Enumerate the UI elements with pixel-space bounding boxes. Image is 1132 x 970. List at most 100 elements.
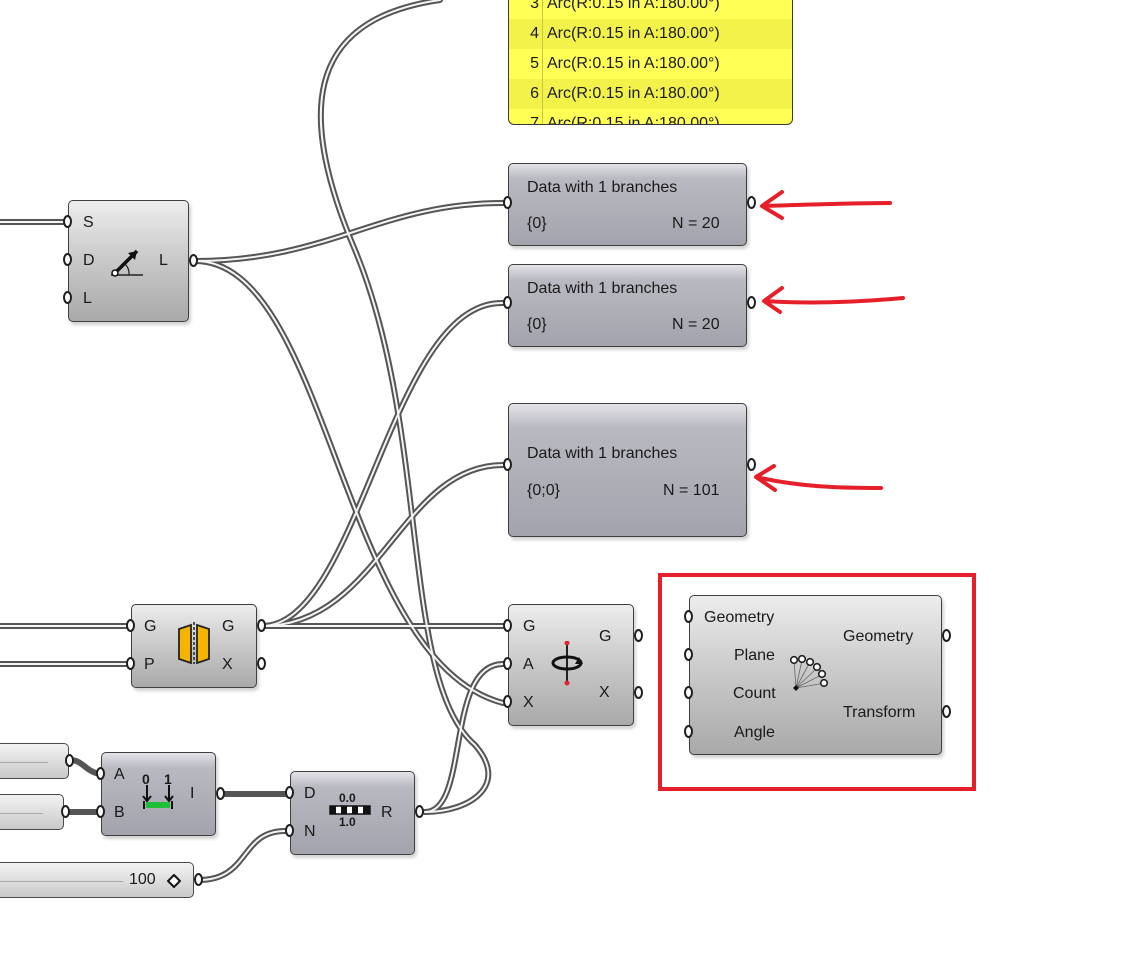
input-label-d: D [83,252,95,269]
output-label-r: R [381,804,393,821]
input-label-d: D [304,785,316,802]
mirror-output-port-g[interactable] [257,619,266,632]
rotate-output-port-x[interactable] [634,686,643,699]
line-sdl-icon [111,249,143,277]
number-slider-b[interactable] [0,794,64,830]
mirror-output-port-x[interactable] [257,657,266,670]
mirror-icon [178,622,210,665]
input-label-a: A [523,656,534,673]
polar-array-component[interactable]: Geometry Plane Count Angle Geometry Tran… [689,595,942,755]
range-input-port-d[interactable] [285,786,294,799]
range-output-port-r[interactable] [415,805,424,818]
number-slider-b-output-port[interactable] [61,805,70,818]
param-viewer-1[interactable]: Data with 1 branches {0} N = 20 [508,163,747,246]
line-sdl-component[interactable]: S D L L [68,200,189,322]
range-input-port-n[interactable] [285,824,294,837]
line-sdl-output-port-l[interactable] [189,254,198,267]
construct-domain-input-port-b[interactable] [96,805,105,818]
red-arrow-3 [754,464,883,492]
param-viewer-1-output-port[interactable] [747,196,756,209]
output-label-l: L [159,252,168,269]
param-title: Data with 1 branches [527,445,678,462]
rotate-output-port-g[interactable] [634,629,643,642]
slider-value: 100 [129,871,156,888]
construct-domain-component[interactable]: A B I 0 1 [101,752,216,836]
slider-track [0,813,43,814]
polar-array-output-port-geometry[interactable] [942,629,951,642]
number-slider-a-output-port[interactable] [65,754,74,767]
slider-grip-icon[interactable] [167,874,181,888]
param-path: {0} [527,316,547,333]
output-label-x: X [599,684,610,701]
param-viewer-1-input-port[interactable] [503,196,512,209]
param-path: {0} [527,215,547,232]
input-label-a: A [114,766,125,783]
number-slider-count-output-port[interactable] [194,873,203,886]
construct-domain-input-port-a[interactable] [96,767,105,780]
polar-array-input-port-count[interactable] [684,686,693,699]
input-label-p: P [144,656,155,673]
output-label-g: G [222,618,235,635]
param-viewer-3[interactable]: Data with 1 branches {0;0} N = 101 [508,403,747,537]
number-slider-count[interactable]: 100 [0,862,194,898]
input-label-geometry: Geometry [704,609,775,626]
red-highlight-box [658,573,976,791]
line-sdl-input-port-d[interactable] [63,253,72,266]
polar-array-input-port-angle[interactable] [684,725,693,738]
output-label-geometry: Geometry [843,628,914,645]
input-label-x: X [523,694,534,711]
input-label-l: L [83,290,92,307]
wires-inner [0,0,504,881]
red-annotation-arrows [754,190,905,492]
input-label-count: Count [733,685,776,702]
param-viewer-2[interactable]: Data with 1 branches {0} N = 20 [508,264,747,347]
rotate-input-port-x[interactable] [503,695,512,708]
input-label-n: N [304,823,316,840]
polar-array-input-port-plane[interactable] [684,648,693,661]
param-count: N = 20 [672,316,720,333]
red-arrow-2 [762,286,905,314]
slider-track [0,762,48,763]
input-label-b: B [114,804,125,821]
mirror-input-port-p[interactable] [126,657,135,670]
line-sdl-input-port-s[interactable] [63,215,72,228]
rotate-input-port-g[interactable] [503,619,512,632]
param-viewer-3-input-port[interactable] [503,458,512,471]
rotate-icon [551,641,583,686]
param-viewer-2-input-port[interactable] [503,296,512,309]
output-label-g: G [599,628,612,645]
param-title: Data with 1 branches [527,280,678,297]
input-label-g: G [144,618,157,635]
polar-array-input-port-geometry[interactable] [684,610,693,623]
mirror-component[interactable]: G P G X [131,604,257,688]
param-title: Data with 1 branches [527,179,678,196]
output-label-x: X [222,656,233,673]
construct-domain-icon: 0 1 [138,771,180,815]
input-label-g: G [523,618,536,635]
param-viewer-2-output-port[interactable] [747,296,756,309]
slider-track [0,881,123,882]
polar-array-output-port-transform[interactable] [942,705,951,718]
input-label-plane: Plane [734,647,775,664]
param-count: N = 20 [672,215,720,232]
wires-outer [0,0,506,883]
polar-array-icon [789,654,829,691]
rotate-component[interactable]: G A X G X [508,604,634,726]
number-slider-a[interactable] [0,743,69,779]
output-label-i: I [190,785,195,802]
rotate-input-port-a[interactable] [503,657,512,670]
construct-domain-output-port-i[interactable] [216,787,225,800]
mirror-input-port-g[interactable] [126,619,135,632]
red-arrow-1 [760,190,892,220]
input-label-s: S [83,214,94,231]
range-component[interactable]: D N R 0.0 1.0 [290,771,415,855]
line-sdl-input-port-l[interactable] [63,291,72,304]
param-viewer-3-output-port[interactable] [747,458,756,471]
range-icon: 0.0 1.0 [329,792,371,832]
